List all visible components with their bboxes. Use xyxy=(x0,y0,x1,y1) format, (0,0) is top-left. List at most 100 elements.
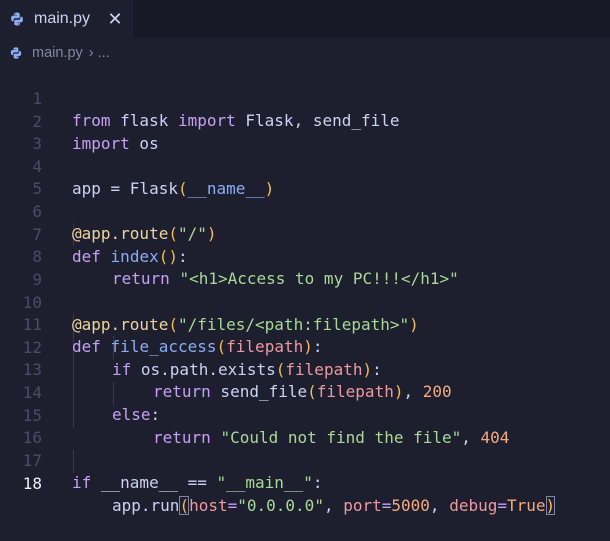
tab-bar: main.py ✕ xyxy=(0,0,610,38)
line-number: 16 xyxy=(22,427,42,447)
python-icon xyxy=(9,46,23,60)
line-number: 8 xyxy=(32,246,42,266)
indent-guide xyxy=(113,336,114,359)
line-number: 9 xyxy=(32,269,42,289)
line-number: 11 xyxy=(22,314,42,334)
code-token: else xyxy=(112,405,151,425)
code-token: def xyxy=(72,247,101,267)
code-token: send_file xyxy=(210,382,308,402)
code-token: : xyxy=(312,337,323,357)
code-token: host xyxy=(189,496,228,516)
bracket-match: ( xyxy=(179,496,190,516)
code-token: flask xyxy=(110,111,178,131)
code-token: filepath xyxy=(285,360,363,380)
code-token: ) xyxy=(303,337,313,357)
code-token: : xyxy=(150,405,161,425)
code-token: return xyxy=(153,382,211,402)
breadcrumb-file[interactable]: main.py xyxy=(32,45,83,61)
code-editor[interactable]: 1 from flask import Flask, send_file 2 i… xyxy=(0,64,610,516)
indent-guide xyxy=(113,382,114,405)
code-token: "Could not find the file" xyxy=(220,428,462,448)
bracket-match: ) xyxy=(545,496,556,516)
code-token: , xyxy=(323,496,344,516)
code-line: 2 import os xyxy=(0,88,610,154)
line-number: 14 xyxy=(22,382,42,402)
code-token: ) xyxy=(409,315,419,335)
line-number: 17 xyxy=(22,450,42,470)
breadcrumb: main.py › ... xyxy=(0,40,610,66)
code-token: = xyxy=(381,496,392,516)
code-line: 4 app = Flask(__name__) xyxy=(0,133,610,199)
close-icon[interactable]: ✕ xyxy=(107,9,123,29)
code-token: filepath xyxy=(316,382,394,402)
line-number: 5 xyxy=(32,178,42,198)
code-token: ) xyxy=(206,224,217,244)
code-token: , xyxy=(403,382,423,402)
code-token: os xyxy=(129,134,159,154)
line-number: 13 xyxy=(22,359,42,379)
code-token: def xyxy=(72,337,101,357)
code-token: return xyxy=(153,428,211,448)
code-line: 16 xyxy=(0,404,610,447)
code-line: 11 def file_access(filepath): xyxy=(0,291,610,357)
code-token: app = Flask xyxy=(72,179,178,199)
line-number: 6 xyxy=(32,201,42,221)
code-token: port xyxy=(343,496,382,516)
code-line: 12 if os.path.exists(filepath): xyxy=(0,314,610,380)
code-token: os.path.exists xyxy=(131,360,276,380)
code-token: if xyxy=(72,473,92,493)
breadcrumb-symbols[interactable]: ... xyxy=(97,45,110,61)
code-line: 13 return send_file(filepath), 200 xyxy=(0,336,610,402)
line-number: 2 xyxy=(32,111,42,131)
line-number-active: 18 xyxy=(22,473,42,493)
code-token: "/" xyxy=(177,224,207,244)
code-token: ( xyxy=(307,382,317,402)
code-token: @app.route xyxy=(72,224,169,244)
code-line: 1 from flask import Flask, send_file xyxy=(0,65,610,131)
code-line: 8 return "<h1>Access to my PC!!!</h1>" xyxy=(0,223,610,289)
code-line: 6 @app.route("/") xyxy=(0,178,610,244)
code-token: "0.0.0.0" xyxy=(237,496,324,516)
code-token: __name__ == xyxy=(91,473,217,493)
code-line: 5 xyxy=(0,155,610,198)
code-token: return xyxy=(112,269,170,289)
line-number: 12 xyxy=(22,337,42,357)
code-token: 200 xyxy=(422,382,452,402)
code-token: ( xyxy=(168,224,178,244)
code-token: : xyxy=(312,473,323,493)
code-token: ( xyxy=(216,337,227,357)
python-icon xyxy=(9,11,25,27)
code-line: 15 return "Could not find the file", 404 xyxy=(0,382,610,448)
code-token: import xyxy=(177,111,236,131)
code-token: index xyxy=(110,247,159,267)
code-token: , xyxy=(461,428,481,448)
line-number: 7 xyxy=(32,224,42,244)
code-token: "/files/<path:filepath>" xyxy=(177,315,410,335)
code-line: 10 @app.route("/files/<path:filepath>") xyxy=(0,269,610,335)
code-token: ) xyxy=(264,179,275,199)
tab-main-py[interactable]: main.py ✕ xyxy=(0,0,133,38)
code-token: "<h1>Access to my PC!!!</h1>" xyxy=(179,269,459,289)
code-token: , xyxy=(429,496,450,516)
code-token: ( xyxy=(168,315,178,335)
code-token: filepath xyxy=(226,337,304,357)
code-line: 14 else: xyxy=(0,359,610,425)
code-token: () xyxy=(158,247,178,267)
code-token: if xyxy=(112,360,132,380)
code-token: ) xyxy=(393,382,404,402)
code-line: 17 if __name__ == "__main__": xyxy=(0,427,610,493)
line-number: 3 xyxy=(32,133,42,153)
code-token: __name__ xyxy=(187,179,265,199)
line-number: 15 xyxy=(22,405,42,425)
code-line: 7 def index(): xyxy=(0,201,610,267)
code-token: app.run xyxy=(112,496,180,516)
line-number: 10 xyxy=(22,292,42,312)
code-token: 5000 xyxy=(391,496,430,516)
code-token: 404 xyxy=(480,428,510,448)
breadcrumb-separator: › xyxy=(88,45,94,61)
indent-guide xyxy=(73,450,74,473)
code-line: 3 xyxy=(0,110,610,153)
code-token: Flask, send_file xyxy=(235,111,400,131)
code-token: True xyxy=(507,496,546,516)
code-token: import xyxy=(72,134,130,154)
